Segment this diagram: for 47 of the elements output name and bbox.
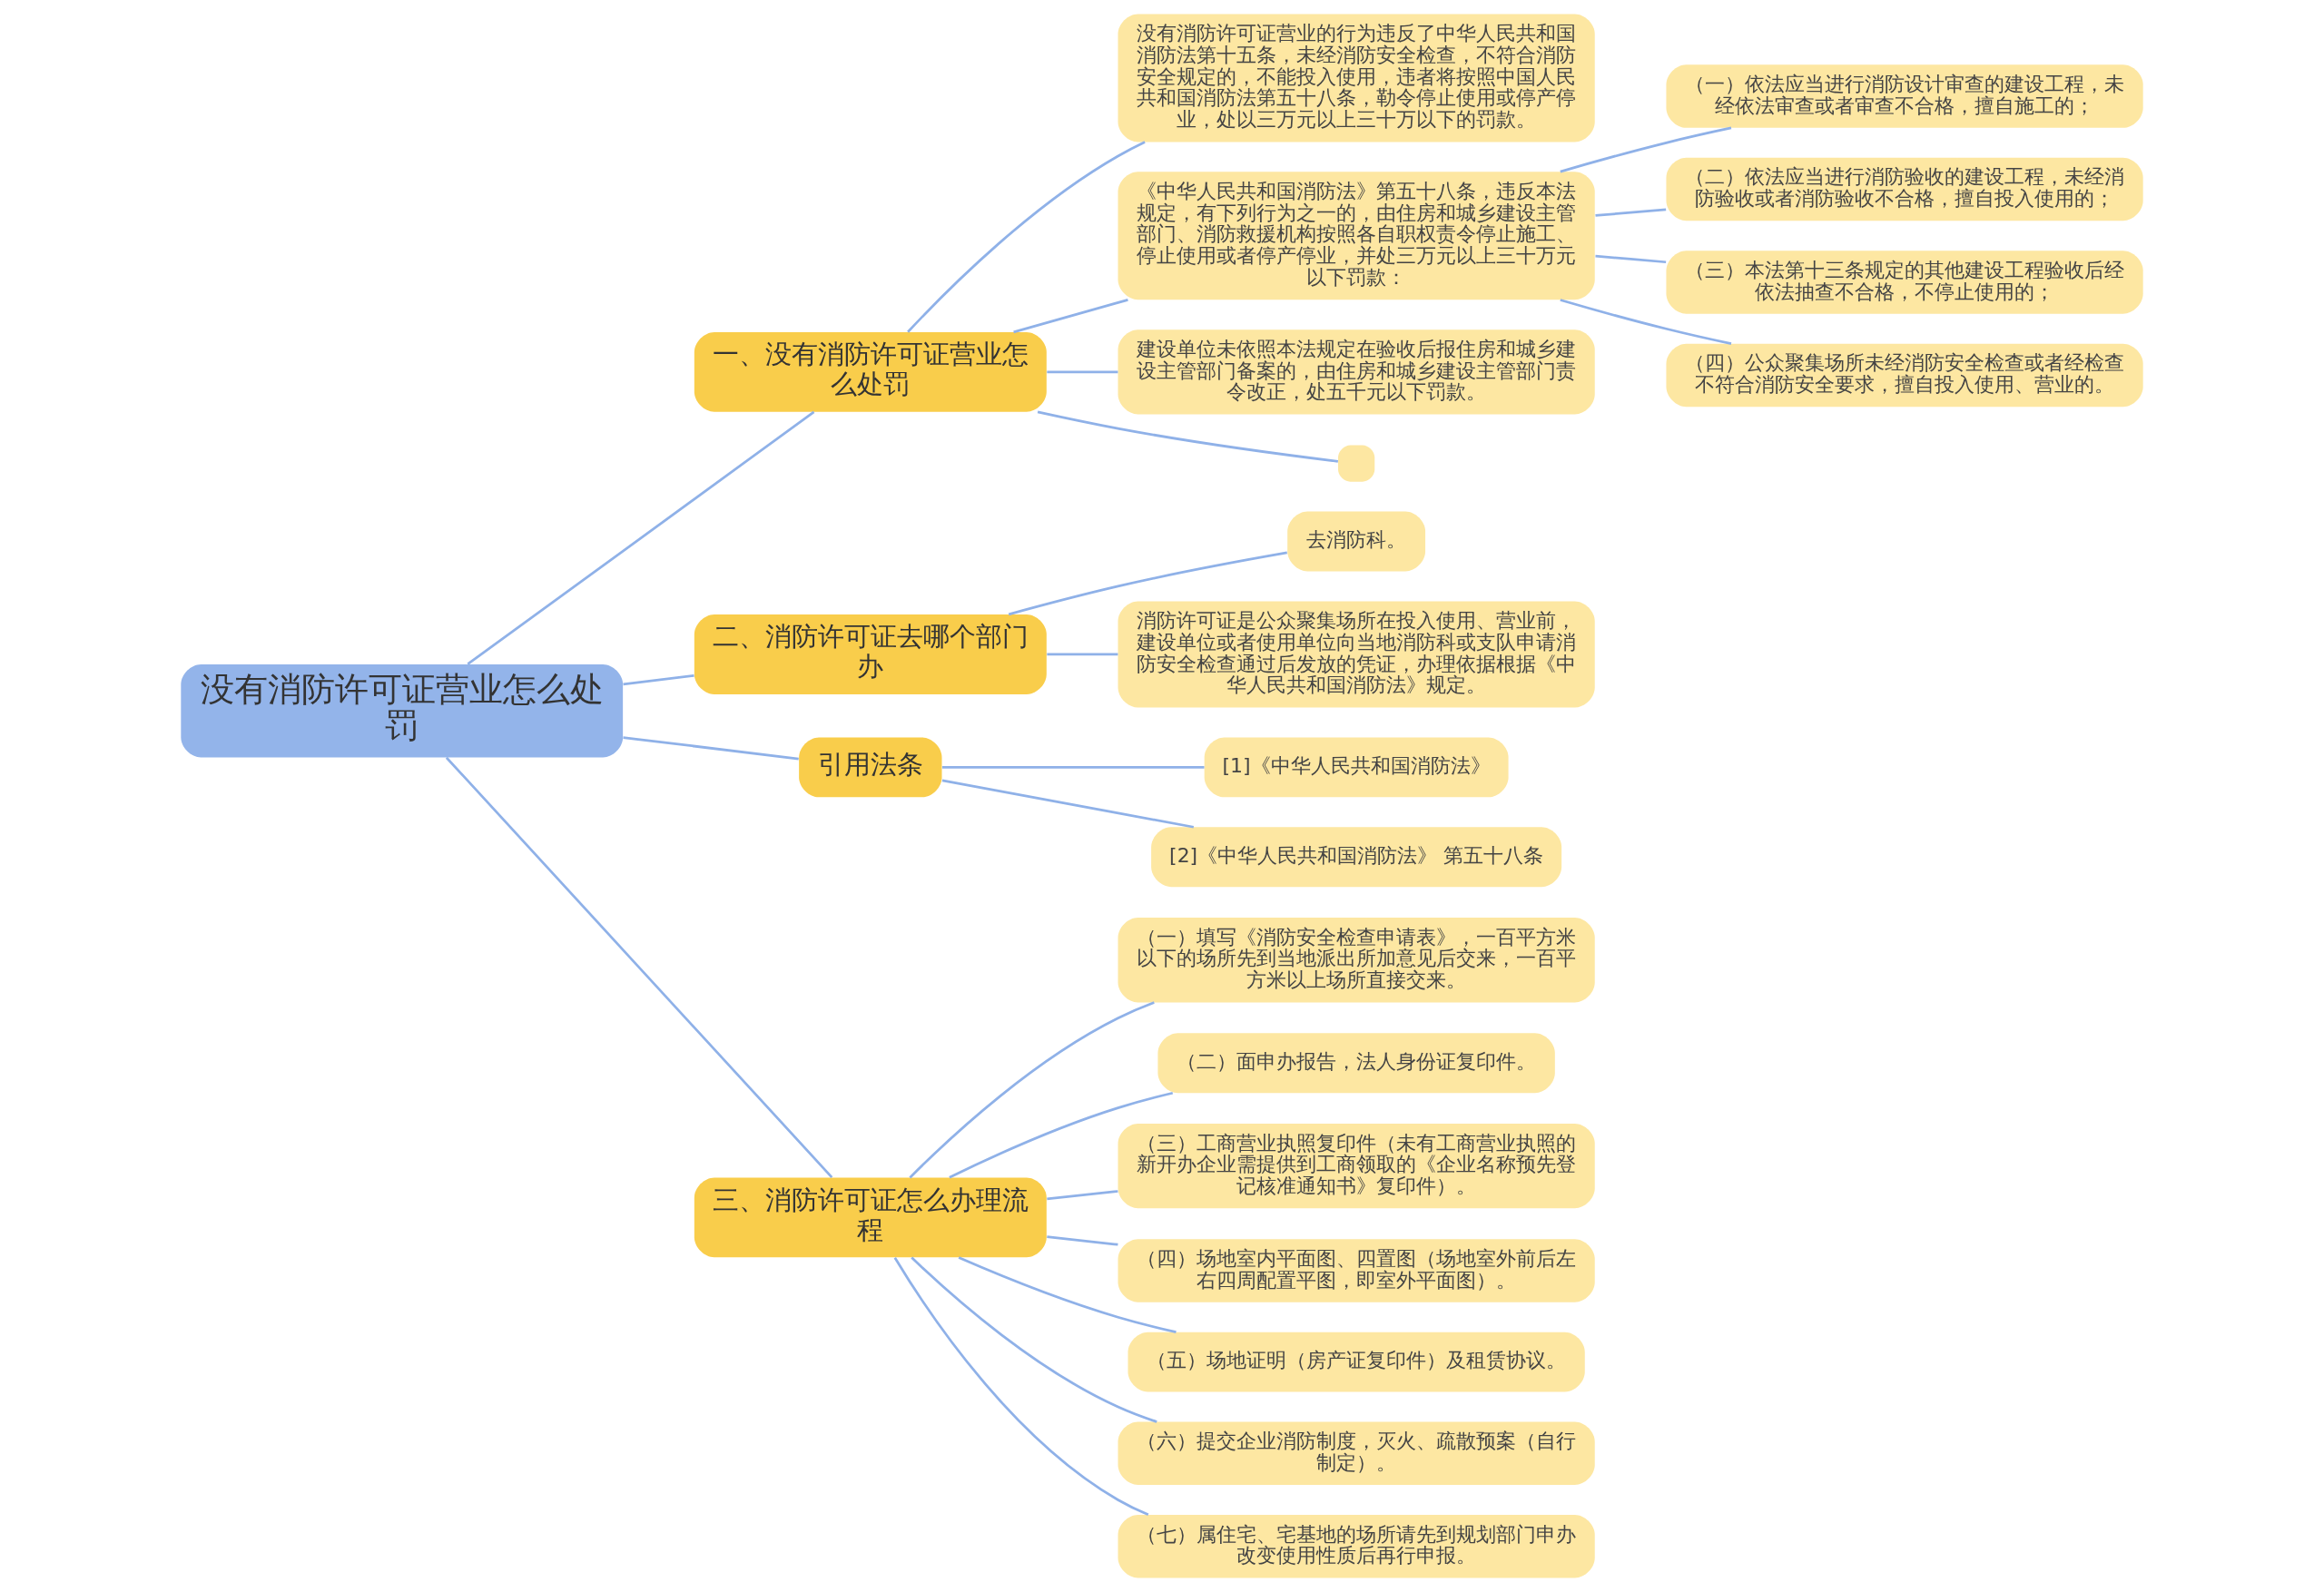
node-box: （二）依法应当进行消防验收的建设工程，未经消防验收或者消防验收不合格，擅自投入使用的； — [1666, 157, 2143, 221]
connector — [941, 779, 1195, 829]
connector — [623, 736, 799, 761]
connector — [623, 674, 694, 686]
connector — [893, 1257, 1149, 1517]
node-box: 去消防科。 — [1287, 511, 1426, 572]
connector — [1560, 126, 1732, 173]
connector — [1013, 299, 1128, 334]
connector — [1047, 653, 1118, 656]
node-box: 没有消防许可证营业怎么处罚 — [181, 663, 624, 758]
node-box: （二）面申办报告，法人身份证复印件。 — [1157, 1033, 1555, 1094]
node-box: 《中华人民共和国消防法》第五十八条，违反本法规定，有下列行为之一的，由住房和城乡建设主管部门、消防救援机构按照各自职权责令停止施工、停止使用或者停产停业，并处三万元以上三十万元以下罚款： — [1118, 172, 1595, 300]
connector — [958, 1256, 1177, 1333]
connector — [1047, 370, 1118, 374]
node-box: 一、没有消防许可证营业怎么处罚 — [694, 331, 1047, 412]
node-box: （六）提交企业消防制度，灭火、疏散预案（自行制定）。 — [1118, 1421, 1595, 1486]
connector — [1595, 208, 1667, 217]
connector — [445, 756, 833, 1178]
connector — [1037, 410, 1339, 463]
node-box: （三）工商营业执照复印件（未有工商营业执照的新开办企业需提供到工商领取的《企业名称预先登记核准通知书》复印件）。 — [1118, 1124, 1595, 1209]
node-box: 没有消防许可证营业的行为违反了中华人民共和国消防法第十五条，未经消防安全检查，不符合消防安全规定的，不能投入使用，违者将按照中国人民共和国消防法第五十八条，勒令停止使用或停产停业，处以三万元以上三十万以下的罚款。 — [1118, 14, 1595, 142]
node-box: （七）属住宅、宅基地的场所请先到规划部门申办改变使用性质后再行申报。 — [1118, 1515, 1595, 1578]
node-box: [2]《中华人民共和国消防法》 第五十八条 — [1151, 827, 1562, 888]
connector — [1595, 254, 1667, 264]
node-box: （一）填写《消防安全检查申请表》，一百平方米以下的场所先到当地派出所加意见后交来，一百平方米以上场所直接交来。 — [1118, 918, 1595, 1003]
node-box: [1]《中华人民共和国消防法》 — [1204, 737, 1509, 798]
node-box: 引用法条 — [799, 737, 942, 798]
node-box: 三、消防许可证怎么办理流程 — [694, 1177, 1047, 1258]
node-box: （一）依法应当进行消防设计审查的建设工程，未经依法审查或者审查不合格，擅自施工的； — [1666, 64, 2143, 128]
node-box: （四）公众聚集场所未经消防安全检查或者经检查不符合消防安全要求，擅自投入使用、营业的。 — [1666, 343, 2143, 408]
node-box: 建设单位未依照本法规定在验收后报住房和城乡建设主管部门备案的，由住房和城乡建设主管部门责令改正，处五千元以下罚款。 — [1118, 329, 1595, 415]
node-box: （五）场地证明（房产证复印件）及租赁协议。 — [1128, 1332, 1585, 1392]
node-box: （四）场地室内平面图、四置图（场地室外前后左右四周配置平图，即室外平面图）。 — [1118, 1239, 1595, 1302]
connector — [1047, 1190, 1118, 1201]
connector — [949, 1091, 1174, 1179]
node-box: （三）本法第十三条规定的其他建设工程验收后经依法抽查不合格，不停止使用的； — [1666, 251, 2143, 314]
node-box: 二、消防许可证去哪个部门办 — [694, 614, 1047, 694]
connector — [1047, 1235, 1118, 1246]
connector — [941, 766, 1205, 769]
connector — [1560, 299, 1732, 345]
node-box — [1338, 445, 1375, 482]
connector — [907, 141, 1146, 333]
node-box: 消防许可证是公众聚集场所在投入使用、营业前，建设单位或者使用单位向当地消防科或支队申请消防安全检查通过后发放的凭证，办理依据根据《中华人民共和国消防法》规定。 — [1118, 601, 1595, 708]
connector — [909, 1001, 1155, 1179]
connector — [467, 410, 815, 665]
connector — [1008, 551, 1287, 616]
connector — [911, 1256, 1157, 1423]
